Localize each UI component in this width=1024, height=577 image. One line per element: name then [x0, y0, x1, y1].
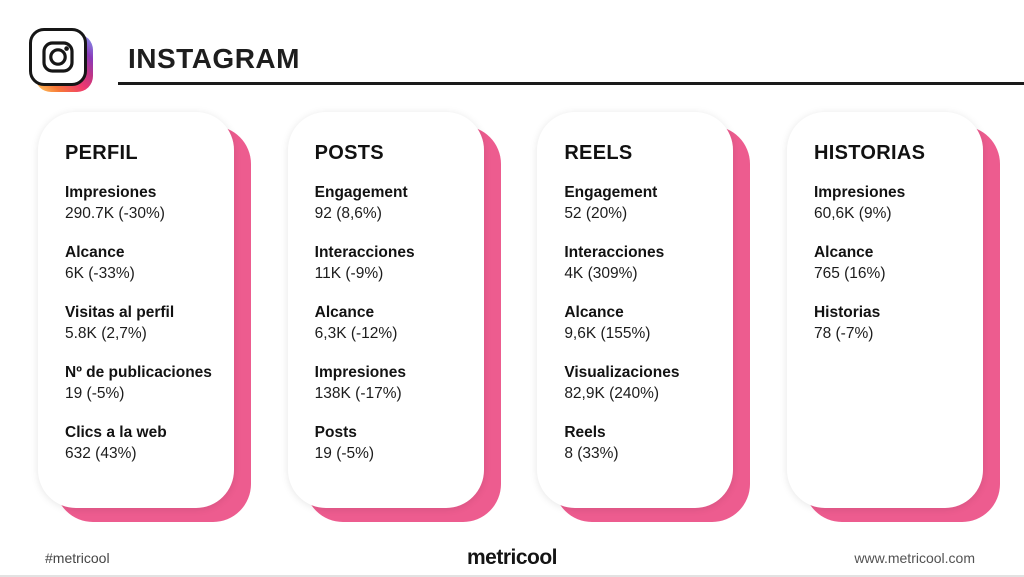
metric-list: Engagement 92 (8,6%) Interacciones 11K (-9%… — [315, 182, 468, 464]
metric: Posts 19 (-5%) — [315, 422, 468, 464]
instagram-icon — [29, 28, 93, 92]
metric-label: Nº de publicaciones — [65, 364, 212, 381]
metric: Impresiones 60,6K (9%) — [814, 182, 967, 224]
instagram-camera-glyph — [42, 41, 74, 73]
card-title: PERFIL — [65, 142, 138, 164]
metric-label: Engagement — [314, 184, 408, 201]
metric-label: Impresiones — [813, 184, 906, 201]
card-title: POSTS — [314, 142, 384, 164]
page-title: INSTAGRAM — [128, 43, 300, 74]
metric-value: 92 (8,6%) — [314, 205, 382, 222]
footer-hashtag: #metricool — [45, 550, 110, 566]
metric-label: Alcance — [564, 304, 624, 321]
metricool-logo: metricool — [466, 546, 558, 569]
metric-label: Historias — [813, 304, 881, 321]
header: INSTAGRAM — [0, 0, 1024, 100]
card-historias: HISTORIAS Impresiones 60,6K (9%) Alcance 76… — [786, 112, 1000, 522]
metric-label: Alcance — [314, 304, 375, 321]
card-title: HISTORIAS — [813, 142, 926, 164]
card-surface: PERFIL Impresiones 290.7K (-30%) Alcance 6K… — [38, 112, 234, 508]
card-perfil: PERFIL Impresiones 290.7K (-30%) Alcance 6K… — [38, 112, 251, 522]
metric-value: 82,9K (240%) — [564, 385, 660, 402]
metric-value: 765 (16%) — [813, 265, 886, 282]
metric-label: Engagement — [564, 184, 658, 201]
card-surface: HISTORIAS Impresiones 60,6K (9%) Alcance 76… — [786, 112, 983, 508]
metric-list: Impresiones 60,6K (9%) Alcance 765 (16%) His… — [814, 182, 967, 344]
metric: Engagement 92 (8,6%) — [315, 182, 468, 224]
metric-value: 4K (309%) — [564, 265, 638, 282]
metric-label: Alcance — [813, 244, 874, 261]
metric: Alcance 6K (-33%) — [65, 242, 218, 284]
metric-value: 632 (43%) — [65, 445, 137, 462]
metric-value: 6K (-33%) — [65, 265, 135, 282]
metric: Visitas al perfil 5.8K (2,7%) — [65, 302, 218, 344]
metric-list: Engagement 52 (20%) Interacciones 4K (309%)… — [564, 182, 717, 464]
metric-label: Impresiones — [314, 364, 406, 381]
metric-value: 60,6K (9%) — [813, 205, 892, 222]
metric-value: 6,3K (-12%) — [314, 325, 398, 342]
card-surface: POSTS Engagement 92 (8,6%) Interacciones 11… — [287, 112, 484, 508]
metric-value: 290.7K (-30%) — [65, 205, 165, 222]
metric-value: 52 (20%) — [564, 205, 628, 222]
metric-value: 138K (-17%) — [314, 385, 402, 402]
card-title: REELS — [564, 142, 633, 164]
footer-website: www.metricool.com — [854, 550, 975, 566]
metric: Nº de publicaciones 19 (-5%) — [65, 362, 218, 404]
metric: Alcance 9,6K (155%) — [564, 302, 717, 344]
metric-label: Alcance — [65, 244, 125, 261]
metric: Interacciones 11K (-9%) — [315, 242, 468, 284]
metric-value: 19 (-5%) — [65, 385, 125, 402]
metric: Interacciones 4K (309%) — [564, 242, 717, 284]
page-bottom-rule — [0, 575, 1024, 577]
metric-label: Reels — [564, 424, 606, 441]
metric: Visualizaciones 82,9K (240%) — [564, 362, 717, 404]
metric: Clics a la web 632 (43%) — [65, 422, 218, 464]
card-surface: REELS Engagement 52 (20%) Interacciones 4K … — [537, 112, 734, 508]
cards-row: PERFIL Impresiones 290.7K (-30%) Alcance 6K… — [38, 112, 1000, 522]
metric-label: Posts — [314, 424, 357, 441]
card-posts: POSTS Engagement 92 (8,6%) Interacciones 11… — [287, 112, 501, 522]
metric: Alcance 6,3K (-12%) — [315, 302, 468, 344]
metric-label: Clics a la web — [65, 424, 167, 441]
metric-value: 9,6K (155%) — [564, 325, 651, 342]
metric-label: Interacciones — [314, 244, 415, 261]
metric-value: 8 (33%) — [564, 445, 619, 462]
instagram-icon-box — [29, 28, 87, 86]
metric-value: 11K (-9%) — [314, 265, 384, 282]
metric: Impresiones 290.7K (-30%) — [65, 182, 218, 224]
title-underline — [118, 82, 1024, 85]
metric-value: 5.8K (2,7%) — [65, 325, 147, 342]
metric: Alcance 765 (16%) — [814, 242, 967, 284]
metric-label: Impresiones — [65, 184, 157, 201]
metric-label: Interacciones — [564, 244, 665, 261]
metric-label: Visitas al perfil — [65, 304, 175, 321]
metric: Reels 8 (33%) — [564, 422, 717, 464]
metric: Engagement 52 (20%) — [564, 182, 717, 224]
metric: Historias 78 (-7%) — [814, 302, 967, 344]
metric-value: 78 (-7%) — [813, 325, 874, 342]
metric-label: Visualizaciones — [564, 364, 680, 381]
metric: Impresiones 138K (-17%) — [315, 362, 468, 404]
card-reels: REELS Engagement 52 (20%) Interacciones 4K … — [537, 112, 751, 522]
metric-list: Impresiones 290.7K (-30%) Alcance 6K (-33%)… — [65, 182, 218, 464]
metric-value: 19 (-5%) — [314, 445, 375, 462]
